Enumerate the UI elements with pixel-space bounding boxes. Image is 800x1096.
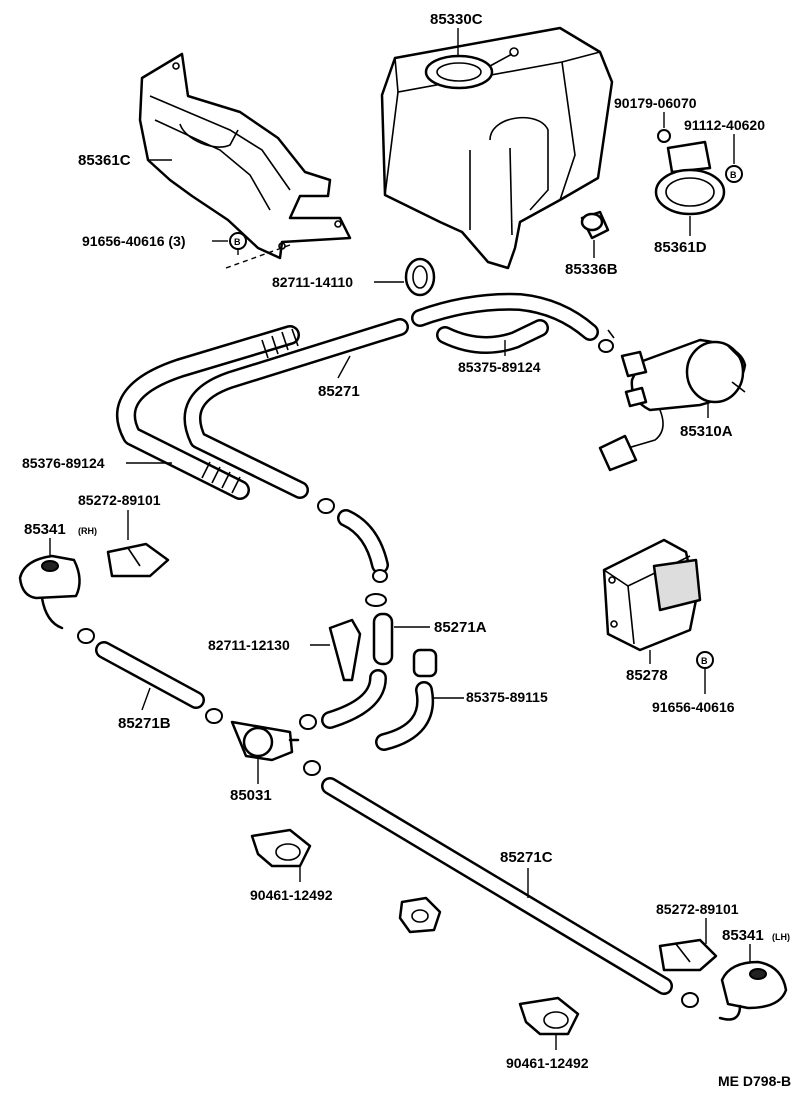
label-hose-b: 85271B: [118, 715, 171, 732]
hose-connector: [337, 509, 389, 607]
tank-plug: [580, 210, 610, 240]
label-tank: 85330C: [430, 11, 483, 28]
hose-clip-upper: [598, 329, 615, 353]
label-bolt-upper: 91112-40620: [684, 117, 765, 133]
label-hose-main: 85271: [318, 383, 360, 400]
hose-clip-lh: [681, 992, 699, 1008]
label-nozzle-lh: 85341: [722, 927, 764, 944]
label-nozzle-rh-side: (RH): [78, 526, 97, 536]
clamp-left: [106, 542, 170, 578]
pump-motor: [598, 338, 747, 472]
label-bolt-relay: 91656-40616: [652, 699, 735, 715]
relay: [602, 538, 702, 652]
label-hose-bent: 85375-89115: [466, 689, 548, 705]
label-joint: 85031: [230, 787, 272, 804]
label-clip-1: 90461-12492: [250, 887, 333, 903]
nozzle-rh: [18, 554, 81, 630]
hose-clip-rh: [77, 628, 95, 644]
label-hose-c: 85271C: [500, 849, 553, 866]
svg-text:B: B: [234, 237, 241, 247]
label-clamp-right: 85272-89101: [656, 901, 739, 917]
label-clip-2: 90461-12492: [506, 1055, 589, 1071]
hose-clip-joint-1: [299, 714, 317, 730]
hose-clip-b: [205, 708, 223, 724]
nut-icon: [657, 129, 671, 143]
tank-bracket: [138, 52, 352, 260]
clamp-right: [658, 938, 718, 972]
svg-text:B: B: [701, 656, 708, 666]
motor-bracket: [654, 140, 726, 216]
label-grommet: 82711-14110: [272, 274, 353, 290]
hose-a: [372, 612, 394, 666]
joint: [230, 720, 300, 762]
hose-b: [95, 641, 205, 709]
svg-text:B: B: [730, 170, 737, 180]
label-pump-motor: 85310A: [680, 423, 733, 440]
label-nozzle-rh: 85341: [24, 521, 66, 538]
hose-upper-right: [411, 292, 599, 354]
hose-main: [183, 318, 409, 499]
clip-2: [518, 996, 580, 1036]
clip-1: [250, 828, 312, 868]
label-bolt-3: 91656-40616 (3): [82, 233, 186, 249]
label-relay: 85278: [626, 667, 668, 684]
nozzle-lh: [718, 960, 788, 1021]
label-hose-upper-right: 85375-89124: [458, 359, 541, 375]
bolt-b-icon-upper: [725, 165, 743, 183]
label-nut-upper: 90179-06070: [614, 95, 697, 111]
grommet-part: [404, 257, 436, 297]
hose-clip-joint-2: [303, 760, 321, 776]
label-clamp-left: 85272-89101: [78, 492, 161, 508]
label-bracket-tank: 85361C: [78, 152, 131, 169]
label-hose-a: 85271A: [434, 619, 487, 636]
label-nozzle-lh-side: (LH): [772, 932, 790, 942]
label-grommet-mid: 82711-12130: [208, 637, 290, 653]
label-hose-left-long: 85376-89124: [22, 455, 105, 471]
reference-code: ME D798-B: [718, 1073, 791, 1089]
washer-tank: [380, 26, 614, 270]
label-motor-bracket: 85361D: [654, 239, 707, 256]
bolt-b-icon: [229, 232, 247, 250]
grommet-mid: [328, 618, 362, 682]
hose-c: [321, 777, 673, 995]
clip-center: [398, 896, 442, 934]
hose-bent: [321, 648, 438, 751]
hose-clip-mid: [317, 498, 335, 514]
label-tank-plug: 85336B: [565, 261, 618, 278]
hose-left-long: [116, 325, 300, 500]
